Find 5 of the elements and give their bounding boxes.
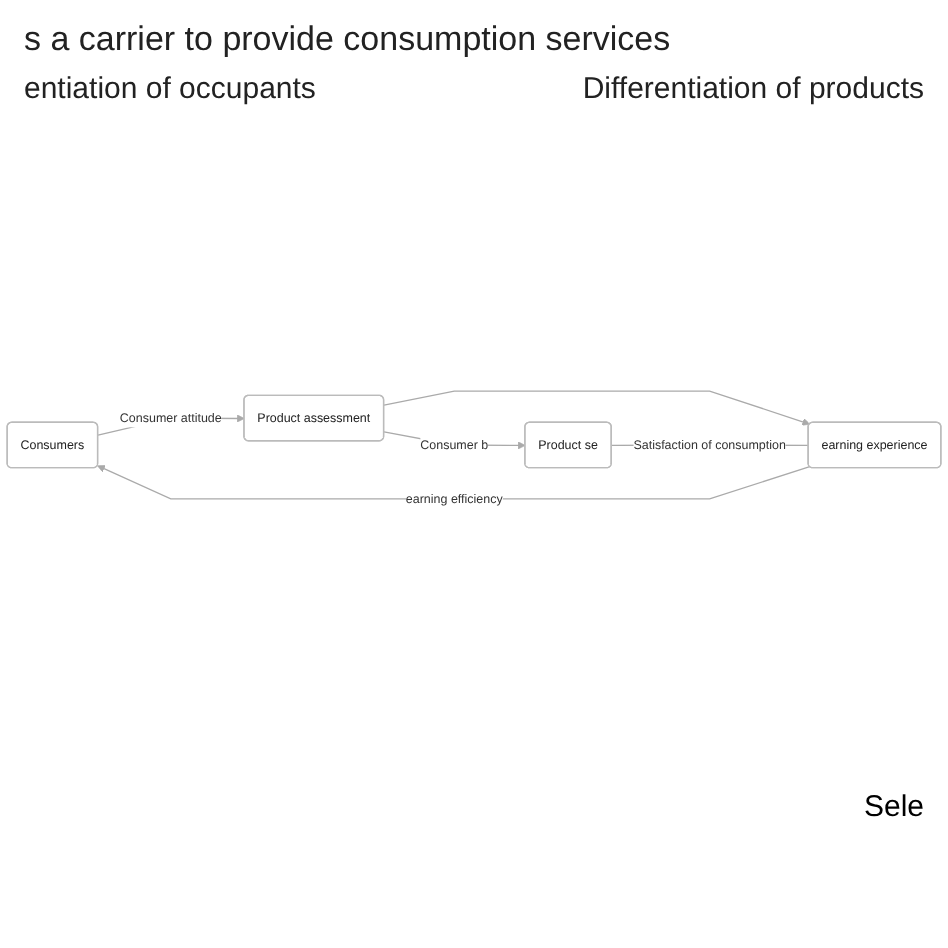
- title: s a carrier to provide consumption services: [22, 18, 673, 62]
- label-text: Sele: [863, 790, 924, 824]
- arrow: [383, 390, 811, 426]
- label-text: Differentiation of products: [582, 72, 924, 106]
- label-text: entiation of occupants: [24, 72, 316, 106]
